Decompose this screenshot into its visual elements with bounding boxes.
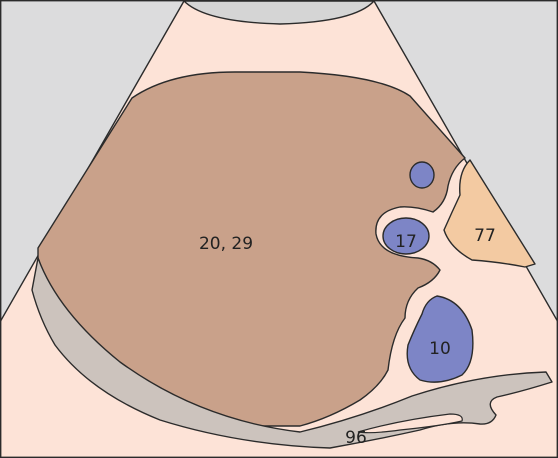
label-vessel-lower: 10 — [429, 339, 451, 359]
label-lower-band: 96 — [345, 428, 367, 448]
label-liver: 20, 29 — [199, 234, 253, 254]
label-fat-region: 77 — [474, 226, 496, 246]
vessel-lower — [406, 295, 474, 383]
small-vessel — [409, 161, 435, 189]
probe-cap — [182, 0, 376, 25]
fat-region — [443, 159, 536, 268]
lower-band — [31, 257, 553, 449]
band-channel — [357, 413, 463, 434]
vessel-center — [382, 217, 430, 255]
label-vessel-center: 17 — [395, 232, 417, 252]
